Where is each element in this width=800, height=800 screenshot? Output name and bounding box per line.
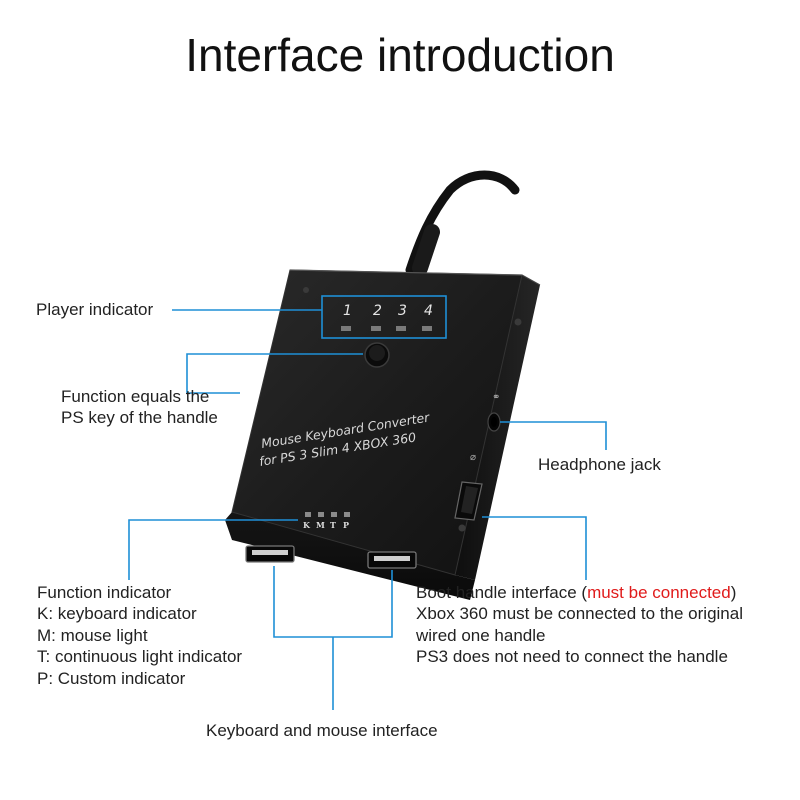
function-key-label-line1: Function equals the bbox=[61, 387, 210, 406]
headphone-jack-line bbox=[500, 421, 607, 450]
screw-icon bbox=[303, 287, 309, 293]
indicator-letter-k: K bbox=[303, 520, 311, 530]
player-led-3 bbox=[396, 326, 406, 331]
indicator-letter-t: T bbox=[330, 520, 336, 530]
indicator-led-m bbox=[318, 512, 324, 517]
indicator-letter-p: P bbox=[343, 520, 349, 530]
headphone-icon: ⚭ bbox=[492, 392, 500, 403]
function-button[interactable] bbox=[364, 342, 390, 368]
boot-handle-label: Boot handle interface (must be connected… bbox=[416, 582, 736, 604]
player-number-3: 3 bbox=[398, 303, 407, 319]
headphone-jack-label: Headphone jack bbox=[538, 455, 661, 474]
player-indicator-box bbox=[321, 295, 447, 339]
boot-handle-note-3: PS3 does not need to connect the handle bbox=[416, 647, 728, 666]
boot-handle-note-2: wired one handle bbox=[416, 626, 546, 645]
player-led-2 bbox=[371, 326, 381, 331]
boot-handle-label-end: ) bbox=[730, 583, 737, 602]
player-number-2: 2 bbox=[373, 303, 382, 319]
player-led-1 bbox=[341, 326, 351, 331]
usb-cable bbox=[405, 170, 520, 276]
headphone-jack[interactable] bbox=[487, 412, 501, 432]
keyboard-mouse-bracket bbox=[273, 566, 393, 638]
player-indicator-label: Player indicator bbox=[36, 300, 154, 319]
indicator-led-p bbox=[344, 512, 350, 517]
usb-icon: ⌀ bbox=[470, 452, 476, 463]
function-key-label-line2: PS key of the handle bbox=[61, 408, 218, 427]
converter-device: ⚭ ⌀ bbox=[225, 269, 541, 600]
function-indicator-p: P: Custom indicator bbox=[37, 669, 186, 688]
boot-handle-label-start: Boot handle interface ( bbox=[416, 583, 588, 602]
function-key-line bbox=[186, 353, 363, 394]
function-indicator-m: M: mouse light bbox=[37, 626, 148, 645]
mouse-usb-port[interactable] bbox=[367, 551, 417, 569]
player-led-4 bbox=[422, 326, 432, 331]
boot-handle-note-1: Xbox 360 must be connected to the origin… bbox=[416, 604, 743, 623]
indicator-led-t bbox=[331, 512, 337, 517]
indicator-led-k bbox=[305, 512, 311, 517]
boot-handle-line bbox=[482, 516, 587, 580]
boot-handle-usb-port[interactable] bbox=[454, 481, 483, 521]
boot-handle-warning: must be connected bbox=[587, 583, 731, 602]
function-indicator-k: K: keyboard indicator bbox=[37, 604, 197, 623]
player-number-4: 4 bbox=[424, 303, 433, 319]
callout-lines bbox=[128, 295, 607, 710]
keyboard-usb-port[interactable] bbox=[245, 545, 295, 563]
indicator-letter-m: M bbox=[316, 520, 325, 530]
function-indicator-title: Function indicator bbox=[37, 583, 172, 602]
page-title: Interface introduction bbox=[185, 29, 615, 81]
function-indicator-line bbox=[128, 519, 298, 580]
screw-icon bbox=[458, 524, 466, 532]
screw-icon bbox=[514, 318, 522, 326]
player-number-1: 1 bbox=[343, 303, 352, 319]
function-indicator-t: T: continuous light indicator bbox=[37, 647, 243, 666]
keyboard-mouse-label: Keyboard and mouse interface bbox=[206, 721, 438, 740]
